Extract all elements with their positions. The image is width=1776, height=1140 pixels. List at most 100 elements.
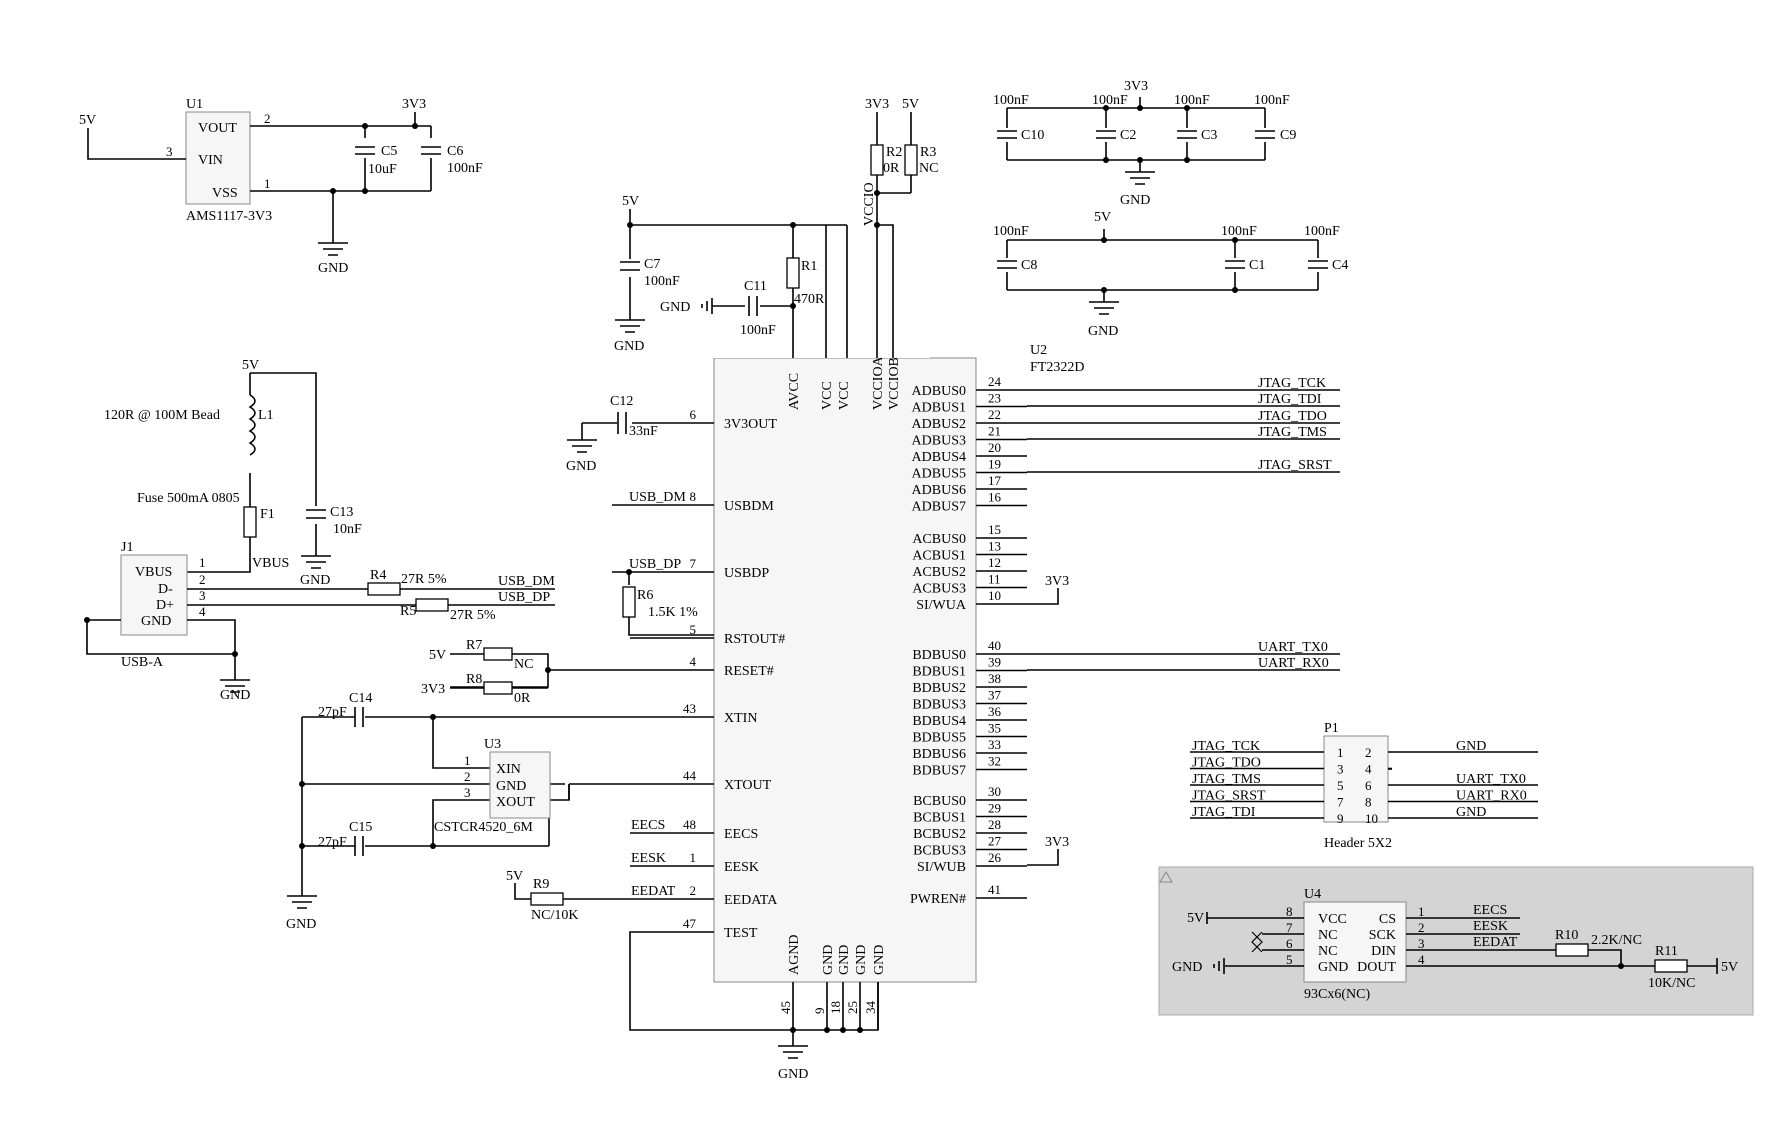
- c11-gnd-label: GND: [660, 300, 690, 315]
- u2-bottom-pin-num: 18: [828, 1001, 843, 1014]
- u1-5v-label: 5V: [79, 113, 96, 128]
- c5-ref: C5: [381, 144, 397, 159]
- u2-ref: U2: [1030, 343, 1047, 358]
- u1-pin-vout: VOUT: [198, 121, 237, 136]
- c12-gnd-label: GND: [566, 459, 596, 474]
- u2-eesk-net: EESK: [631, 851, 666, 866]
- u1-part: AMS1117-3V3: [186, 209, 272, 224]
- siwua-3v3: 3V3: [1045, 574, 1069, 589]
- u4-eesk-net: EESK: [1473, 919, 1508, 934]
- c5-capacitor: C5 10uF: [355, 138, 397, 177]
- u4-left-pin-num: 5: [1286, 952, 1293, 967]
- c8-ref: C8: [1021, 258, 1037, 273]
- u4-left-pin-num: 8: [1286, 904, 1293, 919]
- net-jtag-tdi: JTAG_TDI: [1258, 392, 1322, 407]
- c15-value: 27pF: [318, 835, 347, 850]
- u2-right-pin-num: 30: [988, 784, 1001, 799]
- top-5v-label: 5V: [622, 194, 639, 209]
- u1-num-vout: 2: [264, 111, 271, 126]
- decap-bot-5v: 5V: [1094, 210, 1111, 225]
- u2-right-pin-name: ACBUS3: [912, 582, 966, 597]
- u2-usbdm-net: USB_DM: [629, 490, 686, 505]
- c13-gnd-label: GND: [300, 573, 330, 588]
- j1-gnd-label: GND: [220, 688, 250, 703]
- u2-left-pin-num: 43: [683, 701, 696, 716]
- u2-right-pin-name: ACBUS2: [912, 565, 966, 580]
- u1-pin-vin: VIN: [198, 153, 223, 168]
- u2-bottom-pin-num: 34: [863, 1001, 878, 1015]
- u3-num-3: 3: [464, 785, 471, 800]
- u2-right-pin-num: 41: [988, 882, 1001, 897]
- c11-value: 100nF: [740, 323, 776, 338]
- u2-right-pin-num: 32: [988, 754, 1001, 769]
- u1-pin-vss: VSS: [212, 186, 238, 201]
- u3-resonator: U3 XIN GND XOUT 1 2 3 CSTCR4520_6M: [434, 737, 551, 835]
- u4-right-pin-name: SCK: [1369, 928, 1396, 943]
- u3-pin-xout: XOUT: [496, 795, 535, 810]
- u2-bottom-pin-num: 9: [812, 1008, 827, 1015]
- decap-5v-group: 100nF 100nF 100nF C8 C1 C4 5V GND: [993, 210, 1348, 339]
- u2-right-pin-name: ADBUS4: [912, 450, 966, 465]
- r10-ref: R10: [1555, 928, 1578, 943]
- u2-left-pin-num: 6: [690, 407, 697, 422]
- u2-left-pins: 3V3OUT6USBDM8USBDP7RSTOUT#5RESET#4XTIN43…: [630, 407, 785, 941]
- u2-left-pin-name: EESK: [724, 860, 759, 875]
- decap-bot-gnd: GND: [1088, 324, 1118, 339]
- r11-ref: R11: [1655, 944, 1678, 959]
- u2-right-pin-name: BDBUS2: [912, 681, 966, 696]
- r1-value: 470R: [794, 292, 825, 307]
- u4-left-pin-name: NC: [1318, 928, 1337, 943]
- c7-capacitor: C7 100nF: [620, 257, 680, 289]
- u4-right-pin-num: 1: [1418, 904, 1425, 919]
- r3-ref: R3: [920, 145, 936, 160]
- u2-top-pin-name: VCC: [820, 381, 835, 410]
- u1-3v3-label: 3V3: [402, 97, 426, 112]
- u2-right-pin-name: BDBUS1: [912, 665, 966, 680]
- u3-num-2: 2: [464, 769, 471, 784]
- u2-right-pin-name: ADBUS3: [912, 434, 966, 449]
- c11-ref: C11: [744, 279, 767, 294]
- u2-right-nets: JTAG_TCK JTAG_TDI JTAG_TDO JTAG_TMS JTAG…: [1027, 376, 1340, 866]
- u4-left-pin-name: GND: [1318, 960, 1348, 975]
- u2-right-pin-name: BDBUS3: [912, 698, 966, 713]
- u2-right-pin-name: SI/WUA: [916, 598, 967, 613]
- c15-ref: C15: [349, 820, 372, 835]
- j1-usbdp-net: USB_DP: [498, 590, 550, 605]
- u4-right-pin-num: 2: [1418, 920, 1425, 935]
- net-uart-tx0: UART_TX0: [1258, 640, 1328, 655]
- p1-ref: P1: [1324, 721, 1339, 736]
- u2-right-pin-num: 21: [988, 424, 1001, 439]
- u2-right-pin-num: 35: [988, 721, 1001, 736]
- u2-right-pin-num: 38: [988, 671, 1001, 686]
- u2-left-pin-num: 5: [690, 622, 697, 637]
- top-supply-wires: [600, 100, 930, 358]
- u1-num-vss: 1: [264, 176, 271, 191]
- u2-top-pin-name: AVCC: [787, 373, 802, 410]
- c9-ref: C9: [1280, 128, 1296, 143]
- u2-bottom-pin-name: GND: [872, 945, 887, 975]
- u2-right-pin-num: 15: [988, 522, 1001, 537]
- eeprom-nets-left: EECS EESK EEDAT 5V R9 NC/10K: [506, 818, 714, 923]
- u2-usbdp-net: USB_DP: [629, 557, 681, 572]
- u2-bottom-pin-name: GND: [821, 945, 836, 975]
- r5-ref: R5: [400, 604, 416, 619]
- u2-right-pin-num: 27: [988, 834, 1002, 849]
- r9-ref: R9: [533, 877, 549, 892]
- p1-left-net: JTAG_TCK: [1192, 739, 1260, 754]
- u4-right-pin-name: DOUT: [1357, 960, 1396, 975]
- p1-left-num: 1: [1337, 745, 1344, 760]
- vbus-filter: 5V 120R @ 100M Bead L1 Fuse 500mA 0805 F…: [104, 358, 362, 588]
- r7-5v-label: 5V: [429, 648, 446, 663]
- c12-value: 33nF: [629, 424, 658, 439]
- u2-top-pin-name: VCC: [837, 381, 852, 410]
- decap-top-3v3: 3V3: [1124, 79, 1148, 94]
- u2-bottom-pin-num: 45: [778, 1001, 793, 1014]
- u2-left-pin-name: USBDM: [724, 499, 774, 514]
- c2-value: 100nF: [1092, 93, 1128, 108]
- c5-value: 10uF: [368, 162, 397, 177]
- j1-num-3: 3: [199, 588, 206, 603]
- j1-pin-dp: D+: [156, 598, 174, 613]
- j1-num-1: 1: [199, 555, 206, 570]
- p1-right-net: GND: [1456, 805, 1486, 820]
